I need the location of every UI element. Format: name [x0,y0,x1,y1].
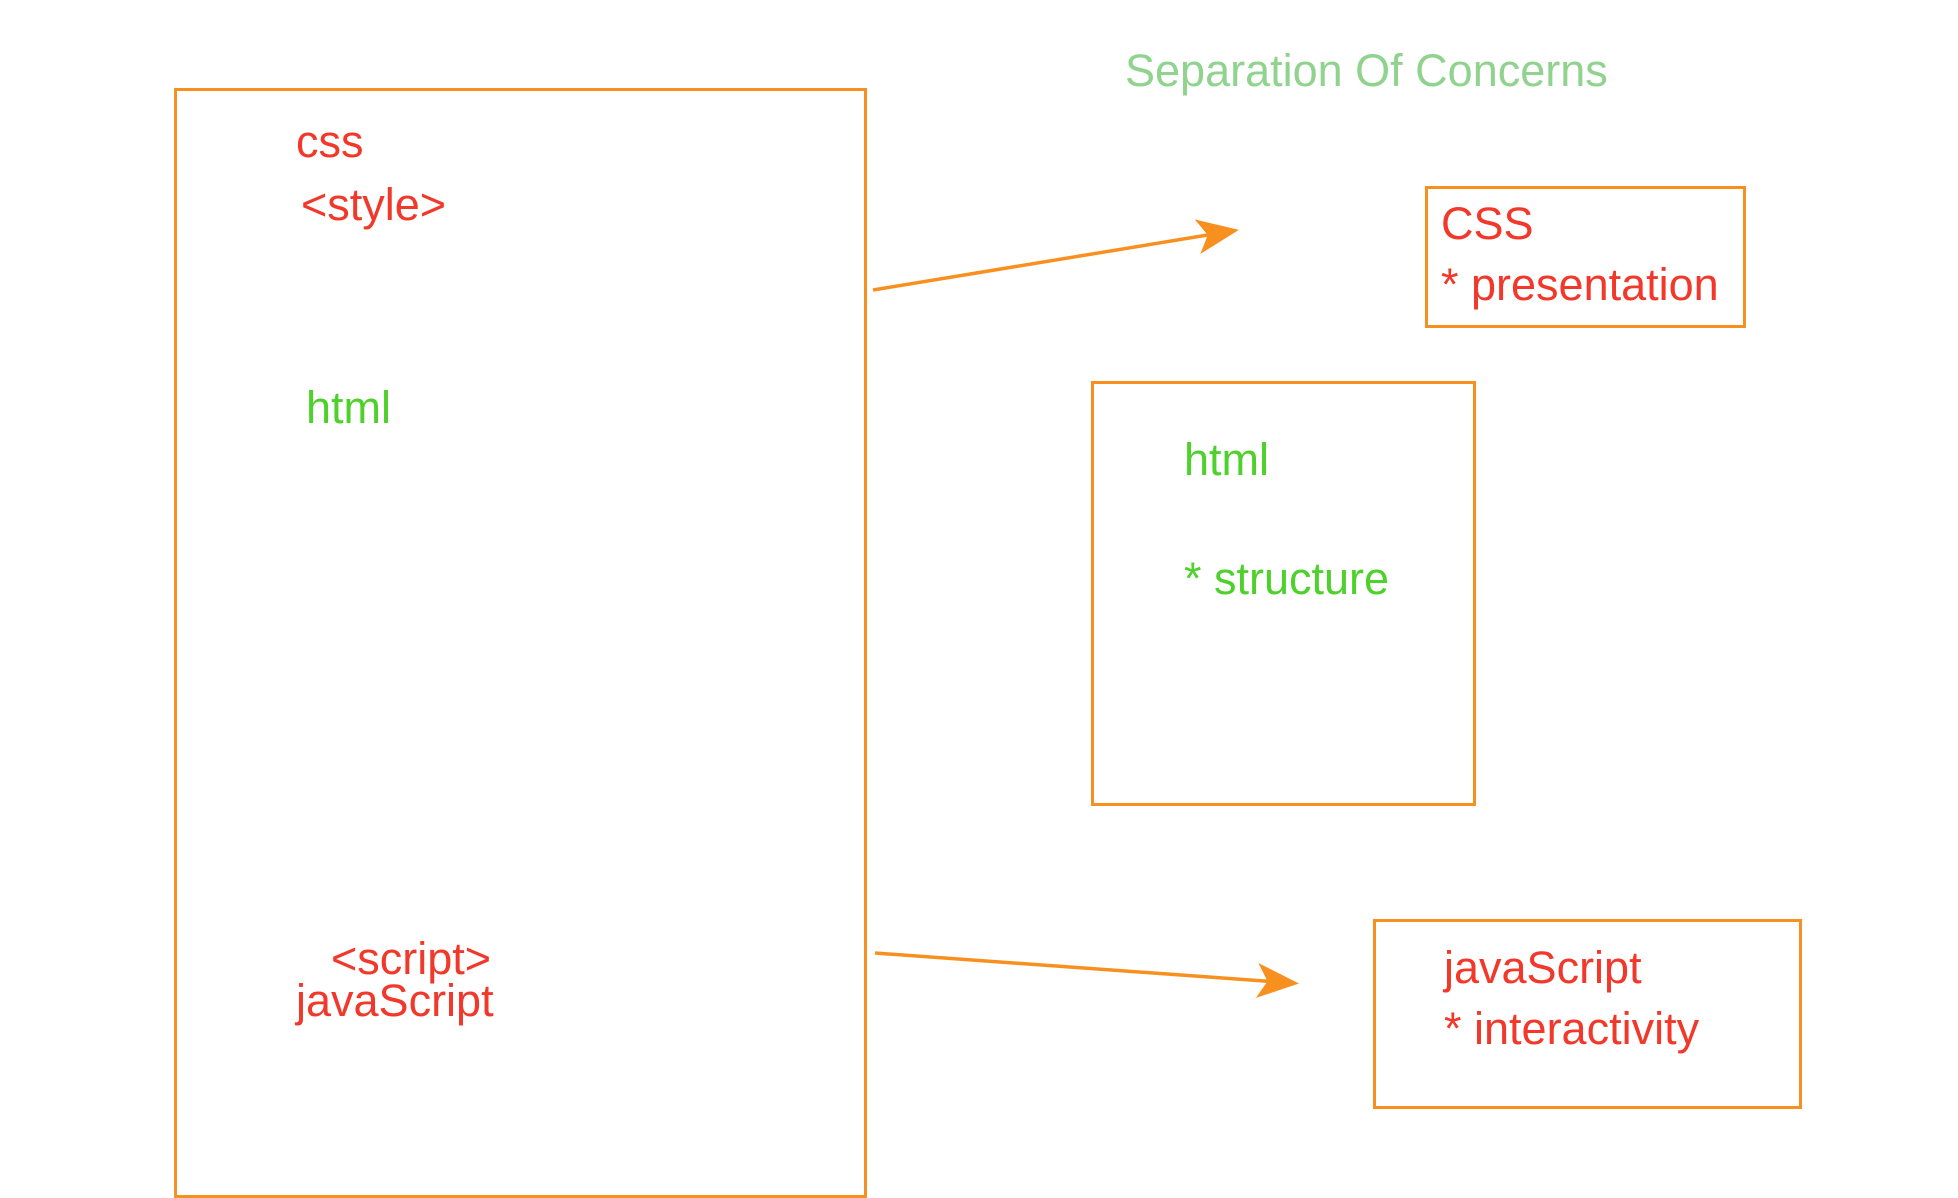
css-arrow [872,219,1239,292]
js-box [1373,919,1802,1109]
page-style-tag: <style> [301,179,447,230]
js-box-heading: javaScript [1444,942,1642,993]
page-javascript-label: javaScript [296,975,494,1026]
page-script-tag: <script> [331,933,492,984]
css-box-note: * presentation [1441,259,1719,310]
html-box-note: * structure [1184,553,1390,604]
page-html-label: html [306,382,392,433]
page-box [174,88,867,1198]
css-box [1425,186,1746,328]
page-css-label: css [296,116,364,167]
css-box-heading: CSS [1441,198,1534,249]
html-box [1091,381,1476,806]
js-arrow [874,951,1299,998]
html-box-heading: html [1184,434,1270,485]
diagram-title: Separation Of Concerns [1125,45,1608,96]
js-box-note: * interactivity [1444,1003,1700,1054]
